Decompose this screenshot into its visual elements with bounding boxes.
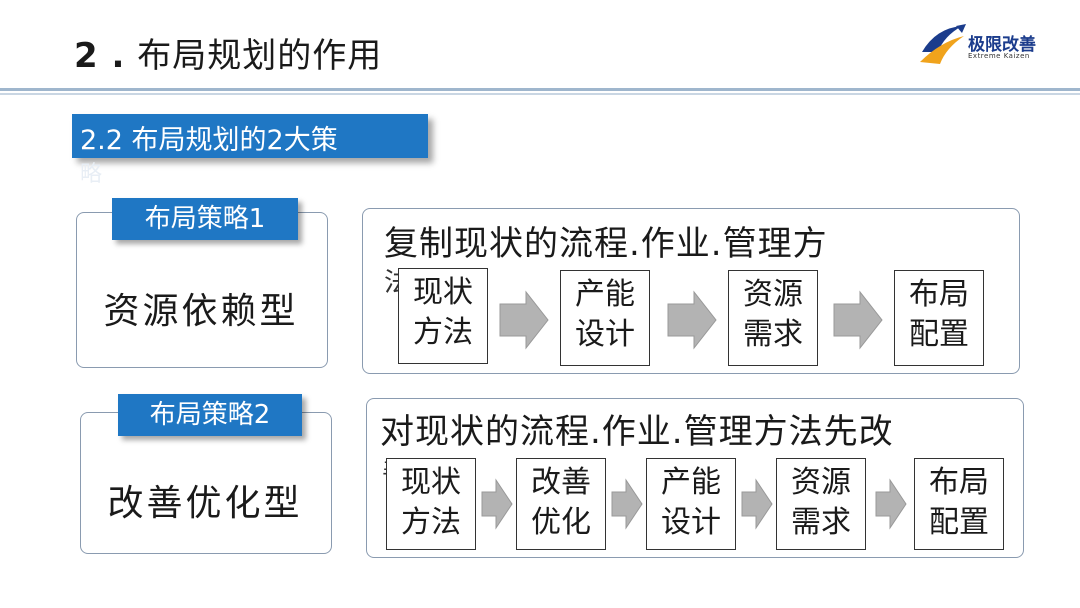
step-line-2: 需求	[743, 317, 803, 352]
flow-arrow-icon	[666, 290, 718, 350]
strategy-2-step-5: 布局 配置	[914, 458, 1004, 550]
page-title-number: 2 .	[74, 36, 126, 76]
strategy-1-type: 资源依赖型	[103, 291, 299, 332]
flow-arrow-icon	[832, 290, 884, 350]
flow-arrow-icon	[874, 478, 908, 530]
strategy-1-step-1: 现状 方法	[398, 268, 488, 364]
step-line-2: 方法	[413, 315, 473, 350]
strategy-1-tag: 布局策略1	[112, 198, 298, 240]
strategy-2-step-3: 产能 设计	[646, 458, 736, 550]
step-line-1: 资源	[791, 465, 851, 500]
logo-subtitle: Extreme Kaizen	[968, 52, 1030, 60]
strategy-1-step-3: 资源 需求	[728, 270, 818, 366]
flow-arrow-icon	[498, 290, 550, 350]
step-line-1: 产能	[661, 465, 721, 500]
strategy-2-step-1: 现状 方法	[386, 458, 476, 550]
strategy-1-step-2: 产能 设计	[560, 270, 650, 366]
step-line-2: 优化	[531, 505, 591, 540]
step-line-2: 设计	[661, 505, 721, 540]
strategy-2-tag: 布局策略2	[118, 394, 302, 436]
step-line-2: 配置	[929, 505, 989, 540]
section-heading: 2.2 布局规划的2大策	[72, 114, 428, 158]
flow-arrow-icon	[610, 478, 644, 530]
strategy-1-description: 复制现状的流程.作业.管理方	[384, 224, 828, 264]
company-logo	[918, 22, 1058, 70]
page-title-text: 布局规划的作用	[137, 36, 383, 76]
step-line-1: 现状	[401, 465, 461, 500]
step-line-1: 产能	[575, 277, 635, 312]
strategy-2-description: 对现状的流程.作业.管理方法先改	[380, 412, 894, 452]
step-line-2: 方法	[401, 505, 461, 540]
logo-swoosh-icon	[920, 24, 966, 64]
step-line-1: 布局	[909, 277, 969, 312]
section-heading-overflow: 略	[80, 162, 103, 187]
step-line-2: 需求	[791, 505, 851, 540]
step-line-1: 布局	[929, 465, 989, 500]
flow-arrow-icon	[740, 478, 774, 530]
step-line-1: 现状	[413, 275, 473, 310]
strategy-2-step-4: 资源 需求	[776, 458, 866, 550]
header-divider-light	[0, 93, 1080, 95]
step-line-2: 配置	[909, 317, 969, 352]
step-line-1: 改善	[531, 465, 591, 500]
section-heading-text: 2.2 布局规划的2大策	[80, 125, 338, 156]
header-divider	[0, 88, 1080, 91]
strategy-1-step-4: 布局 配置	[894, 270, 984, 366]
step-line-2: 设计	[575, 317, 635, 352]
strategy-2-type: 改善优化型	[107, 483, 303, 524]
logo-name: 极限改善	[968, 35, 1036, 55]
step-line-1: 资源	[743, 277, 803, 312]
flow-arrow-icon	[480, 478, 514, 530]
page-title: 2 . 布局规划的作用	[74, 28, 382, 77]
strategy-2-step-2: 改善 优化	[516, 458, 606, 550]
